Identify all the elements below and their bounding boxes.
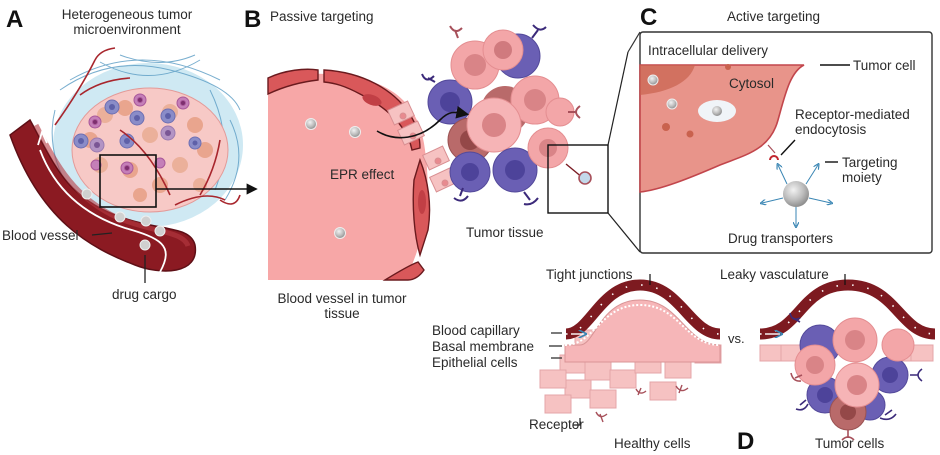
panel-a-title: Heterogeneous tumor microenvironment — [52, 7, 202, 37]
intracellular-delivery-label: Intracellular delivery — [648, 43, 769, 58]
targeting-moiety-label: Targeting moiety — [842, 155, 898, 185]
tumor-cells-label: Tumor cells — [815, 436, 885, 451]
panel-a-title-line2: microenvironment — [73, 22, 181, 37]
rme-line1: Receptor-mediated — [795, 107, 910, 122]
drug-transporters-label: Drug transporters — [728, 231, 834, 246]
zoom-region-box-b — [547, 144, 609, 214]
panel-letter-a: A — [6, 6, 24, 33]
blood-flow-path — [39, 149, 167, 273]
epr-arrow — [376, 105, 470, 139]
endothelial-cell — [267, 68, 319, 96]
vessel-in-tumor-line2: tissue — [324, 306, 360, 321]
targeting-line1: Targeting — [842, 155, 898, 170]
blood-capillary-healthy — [565, 279, 721, 340]
flow-arrow-icon — [37, 129, 48, 146]
panel-letter-d: D — [737, 428, 755, 455]
leaky-vasculature-label: Leaky vasculature — [720, 267, 829, 282]
tumor-tissue-illustration-d — [759, 274, 936, 441]
cytosol-label: Cytosol — [729, 76, 775, 91]
blood-capillary-label: Blood capillary — [432, 323, 520, 338]
epithelial-cells-label: Epithelial cells — [432, 355, 518, 370]
targeted-nanoparticle-icon — [578, 171, 592, 185]
rme-line2: endocytosis — [795, 122, 867, 137]
cytosol-region — [639, 64, 805, 193]
nanoparticles-in-lumen — [305, 118, 361, 239]
targeting-line2: moiety — [842, 170, 882, 185]
leaky-vasculature-tumor — [759, 279, 936, 340]
passive-targeting-illustration — [267, 24, 641, 281]
healthy-tissue-illustration — [539, 274, 722, 426]
drug-transporter-nanoparticle — [783, 181, 809, 207]
drug-cargo-particles — [81, 188, 166, 251]
panel-a-title-line1: Heterogeneous tumor — [61, 7, 193, 22]
receptor-label: Receptor — [529, 417, 584, 432]
drug-cargo-label: drug cargo — [112, 287, 177, 302]
healthy-cells-label: Healthy cells — [614, 436, 691, 451]
receptor-icons — [421, 24, 581, 206]
zoom-region-box — [99, 154, 157, 208]
tumor-tissue-label: Tumor tissue — [466, 225, 544, 240]
targeting-moiety-linkers — [762, 165, 831, 226]
capillary-branches — [54, 47, 241, 206]
panel-letter-b: B — [244, 6, 262, 33]
vessel-in-tumor-label: Blood vessel in tumor tissue — [262, 291, 422, 321]
receptor-mediated-endocytosis-label: Receptor-mediated endocytosis — [795, 107, 910, 137]
panel-c-title: Active targeting — [727, 9, 821, 24]
tumor-tissue-cluster — [427, 29, 575, 193]
vs-label: vs. — [728, 331, 745, 346]
panel-b-title: Passive targeting — [270, 9, 374, 24]
tight-junctions-label: Tight junctions — [546, 267, 633, 282]
epr-effect-label: EPR effect — [330, 167, 395, 182]
blood-vessel-label: Blood vessel — [2, 228, 79, 243]
tumor-microenvironment-illustration — [9, 47, 258, 283]
receptor-icon — [769, 155, 779, 161]
active-targeting-illustration — [627, 31, 933, 254]
healthy-vs-tumor-comparison — [539, 274, 936, 441]
vessel-in-tumor-line1: Blood vessel in tumor — [277, 291, 407, 306]
basal-membrane-line — [564, 303, 721, 346]
panel-letter-c: C — [640, 4, 658, 31]
basal-membrane-label: Basal membrane — [432, 339, 535, 354]
tumor-cell-label: Tumor cell — [853, 58, 916, 73]
